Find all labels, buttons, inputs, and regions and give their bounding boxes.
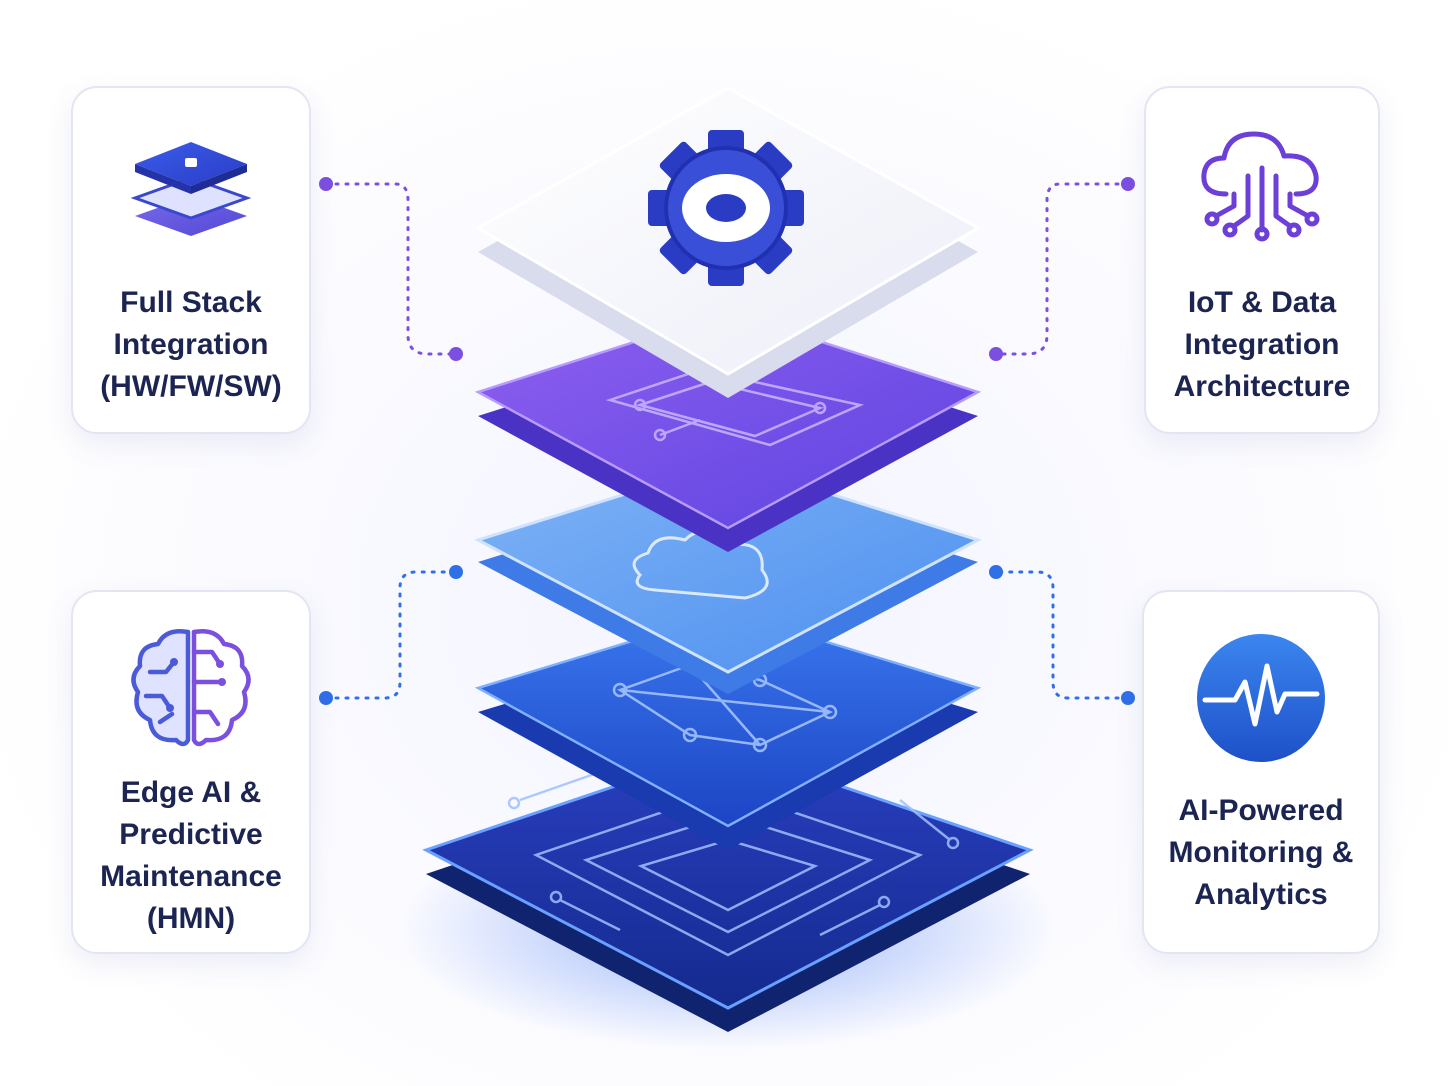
monitoring-line-2: Monitoring & xyxy=(1168,836,1354,869)
purple-circuit-layer xyxy=(474,310,982,552)
gear-layer xyxy=(474,86,982,398)
monitoring-line-3: Analytics xyxy=(1194,878,1328,911)
edge-ai-line-3: Maintenance xyxy=(100,860,282,893)
edge-ai-line-2: Predictive xyxy=(119,818,263,851)
iot-label: IoT & Data Integration Architecture xyxy=(1146,282,1378,408)
connector-dots xyxy=(319,177,1135,705)
monitoring-line-1: AI-Powered xyxy=(1178,794,1344,827)
brain-circuit-icon xyxy=(131,629,251,747)
full-stack-label: Full Stack Integration (HW/FW/SW) xyxy=(73,282,309,408)
edge-ai-label: Edge AI & Predictive Maintenance (HMN) xyxy=(73,772,309,940)
connector-edge-ai xyxy=(324,570,458,700)
iot-line-2: Integration xyxy=(1184,328,1340,361)
connector-full-stack xyxy=(324,182,458,356)
card-full-stack: Full Stack Integration (HW/FW/SW) xyxy=(71,86,311,434)
connectors xyxy=(324,182,1130,700)
full-stack-line-3: (HW/FW/SW) xyxy=(100,370,282,403)
cloud-network-icon xyxy=(1201,131,1320,242)
card-monitoring: AI-Powered Monitoring & Analytics xyxy=(1142,590,1380,954)
pulse-icon xyxy=(1197,634,1325,762)
edge-ai-line-4: (HMN) xyxy=(146,902,236,935)
iot-line-3: Architecture xyxy=(1173,370,1351,403)
card-edge-ai: Edge AI & Predictive Maintenance (HMN) xyxy=(71,590,311,954)
monitoring-label: AI-Powered Monitoring & Analytics xyxy=(1144,790,1378,916)
cloud-layer xyxy=(474,460,982,694)
iot-line-1: IoT & Data xyxy=(1187,286,1337,319)
connector-iot xyxy=(994,182,1130,356)
gear-icon xyxy=(648,130,804,286)
edge-ai-line-1: Edge AI & xyxy=(120,776,262,809)
base-circuit-layer xyxy=(422,746,1034,1032)
full-stack-line-2: Integration xyxy=(113,328,269,361)
connector-monitoring xyxy=(994,570,1130,700)
full-stack-line-1: Full Stack xyxy=(120,286,262,319)
card-iot: IoT & Data Integration Architecture xyxy=(1144,86,1380,434)
layers-icon xyxy=(131,142,251,236)
circuit-icon xyxy=(605,368,864,447)
circuit-board-icon xyxy=(507,770,960,957)
